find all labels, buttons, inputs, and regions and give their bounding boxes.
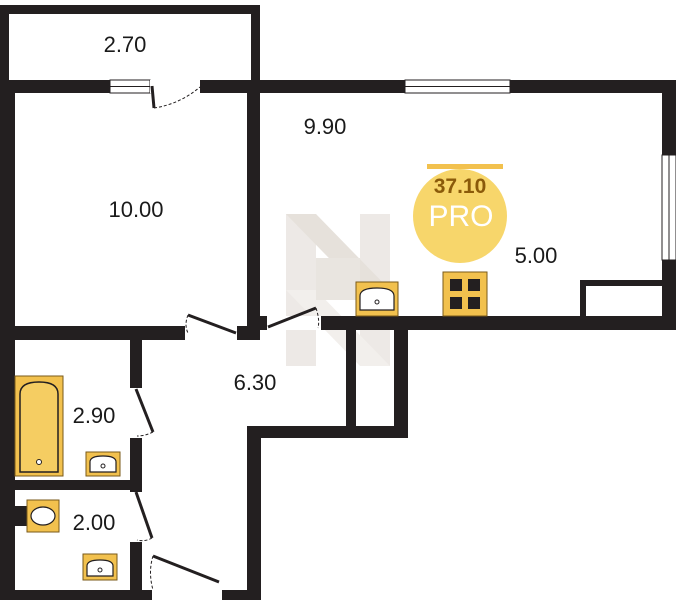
room-labels: 2.70 9.90 10.00 5.00 6.30 2.90 2.00 (73, 32, 558, 535)
bedroom-area-label: 10.00 (108, 197, 163, 222)
badge-circle (413, 169, 507, 263)
sink-icon (355, 281, 399, 317)
door-icon (130, 388, 155, 438)
door-icon (267, 306, 321, 330)
stove-icon (442, 271, 488, 317)
kitchen-area-label: 5.00 (515, 243, 558, 268)
window-icon (404, 79, 511, 94)
door-icon (150, 554, 222, 600)
area-badge: 37.10 PRO (413, 164, 507, 263)
bathroom-area-label: 2.90 (73, 403, 116, 428)
window-icon (109, 79, 151, 94)
door-icon (150, 80, 201, 109)
sink-icon (82, 553, 118, 581)
sink-icon (85, 451, 121, 477)
hallway-area-label: 6.30 (234, 370, 277, 395)
bathtub-icon (14, 375, 64, 477)
door-icon (130, 491, 154, 542)
windows (109, 79, 676, 261)
toilet-room-area-label: 2.00 (73, 510, 116, 535)
door-icon (185, 313, 237, 340)
toilet-icon (15, 499, 60, 533)
balcony-area-label: 2.70 (104, 32, 147, 57)
doors (130, 80, 321, 600)
fixtures (14, 271, 488, 581)
living-room-area-label: 9.90 (304, 114, 347, 139)
pro-tag: PRO (428, 200, 493, 233)
badge-bar (427, 164, 503, 169)
total-area-value: 37.10 (434, 175, 487, 198)
window-icon (661, 154, 676, 261)
